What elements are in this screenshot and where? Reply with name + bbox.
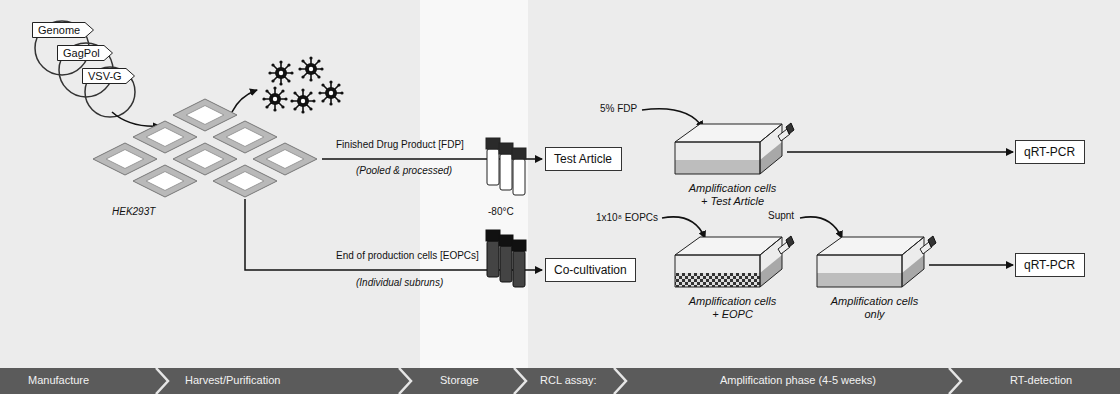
callout-label: Supnt [768,210,794,221]
plasmid-tag: GagPol [57,45,113,61]
phase-label: Storage [440,374,479,386]
phase-label: RCL assay: [540,374,596,386]
flask-caption: Amplification cells + EOPC [686,295,780,321]
process-box: qRT-PCR [1015,253,1085,277]
phase-label: RT-detection [1010,374,1072,386]
box-label: Co-cultivation [554,263,627,277]
callout-label: 5% FDP [600,103,637,114]
flask-drawing [812,225,937,295]
line-note: (Individual subruns) [356,277,443,288]
plasmid-tag: VSV-G [82,68,135,84]
phase-label: Amplification phase (4-5 weeks) [720,374,876,386]
culture-flask: Amplification cells only [812,225,937,321]
process-box: Co-cultivation [545,258,636,282]
cell-line-label: HEK293T [112,206,155,217]
line-label: End of production cells [EOPCs] [336,250,479,261]
culture-flask: Amplification cells + Test Article [670,112,795,208]
box-label: Test Article [554,152,613,166]
process-box: Test Article [545,147,622,171]
cell-plate [213,165,277,197]
plasmid-name: Genome [38,24,81,36]
connector-arrow [929,264,1013,266]
box-label: qRT-PCR [1024,145,1076,159]
storage-temp: -80°C [488,206,514,217]
box-label: qRT-PCR [1024,258,1076,272]
process-box: qRT-PCR [1015,140,1085,164]
callout-label: 1x10⁸ EOPCs [596,212,658,223]
phase-band: Manufacture Harvest/Purification Storage RC… [0,368,1120,394]
line-note: (Pooled & processed) [356,165,452,176]
flask-drawing [670,112,795,182]
plasmid-name: VSV-G [88,70,122,82]
cell-plate [213,121,277,153]
phase-label: Manufacture [28,374,89,386]
cell-plate [93,143,157,175]
cell-plate [173,143,237,175]
plasmid-tag: Genome [32,22,94,38]
flask-caption: Amplification cells + Test Article [686,182,780,208]
flask-drawing [670,225,795,295]
cell-plate [133,121,197,153]
plasmid-name: GagPol [63,47,100,59]
culture-flask: Amplification cells + EOPC [670,225,795,321]
flask-caption: Amplification cells only [828,295,922,321]
connector-arrow [787,151,1013,153]
line-label: Finished Drug Product [FDP] [336,139,464,150]
cell-plate [173,99,237,131]
cell-plate [253,143,317,175]
phase-label: Harvest/Purification [185,374,280,386]
cell-plate [133,165,197,197]
